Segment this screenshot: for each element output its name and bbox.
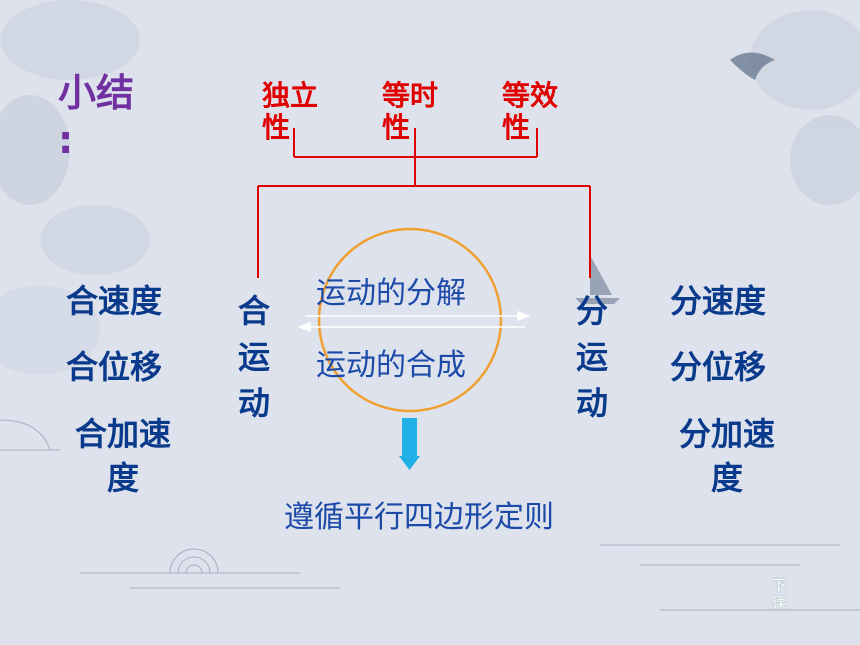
left-quantity-acceleration: 合加速度 bbox=[74, 415, 171, 497]
left-quantity-velocity: 合速度 bbox=[66, 282, 163, 320]
right-quantity-displacement: 分位移 bbox=[670, 348, 767, 386]
right-quantity-velocity: 分速度 bbox=[670, 282, 767, 320]
bird-icon bbox=[730, 52, 775, 80]
property-simultaneity: 等时性 bbox=[382, 79, 439, 144]
component-motion-label: 分运动 bbox=[575, 292, 608, 422]
left-quantity-displacement: 合位移 bbox=[66, 348, 163, 386]
double-arrow bbox=[297, 310, 531, 333]
right-quantity-acceleration: 分加速度 bbox=[678, 415, 775, 497]
slide-title: 小结 bbox=[58, 71, 135, 115]
resultant-motion-label: 合运动 bbox=[237, 292, 270, 422]
end-class-button[interactable]: 下课 bbox=[772, 578, 786, 612]
decomposition-label: 运动的分解 bbox=[316, 276, 466, 311]
sailboat-icon bbox=[575, 255, 620, 304]
slide-title-colon: : bbox=[58, 118, 74, 162]
parallelogram-rule-text: 遵循平行四边形定则 bbox=[284, 500, 554, 535]
down-arrow-icon bbox=[399, 418, 420, 470]
property-independence: 独立性 bbox=[262, 79, 319, 144]
property-equivalence: 等效性 bbox=[502, 79, 559, 144]
composition-label: 运动的合成 bbox=[316, 348, 466, 383]
highlight-circle bbox=[317, 227, 503, 413]
property-bracket bbox=[257, 128, 591, 278]
